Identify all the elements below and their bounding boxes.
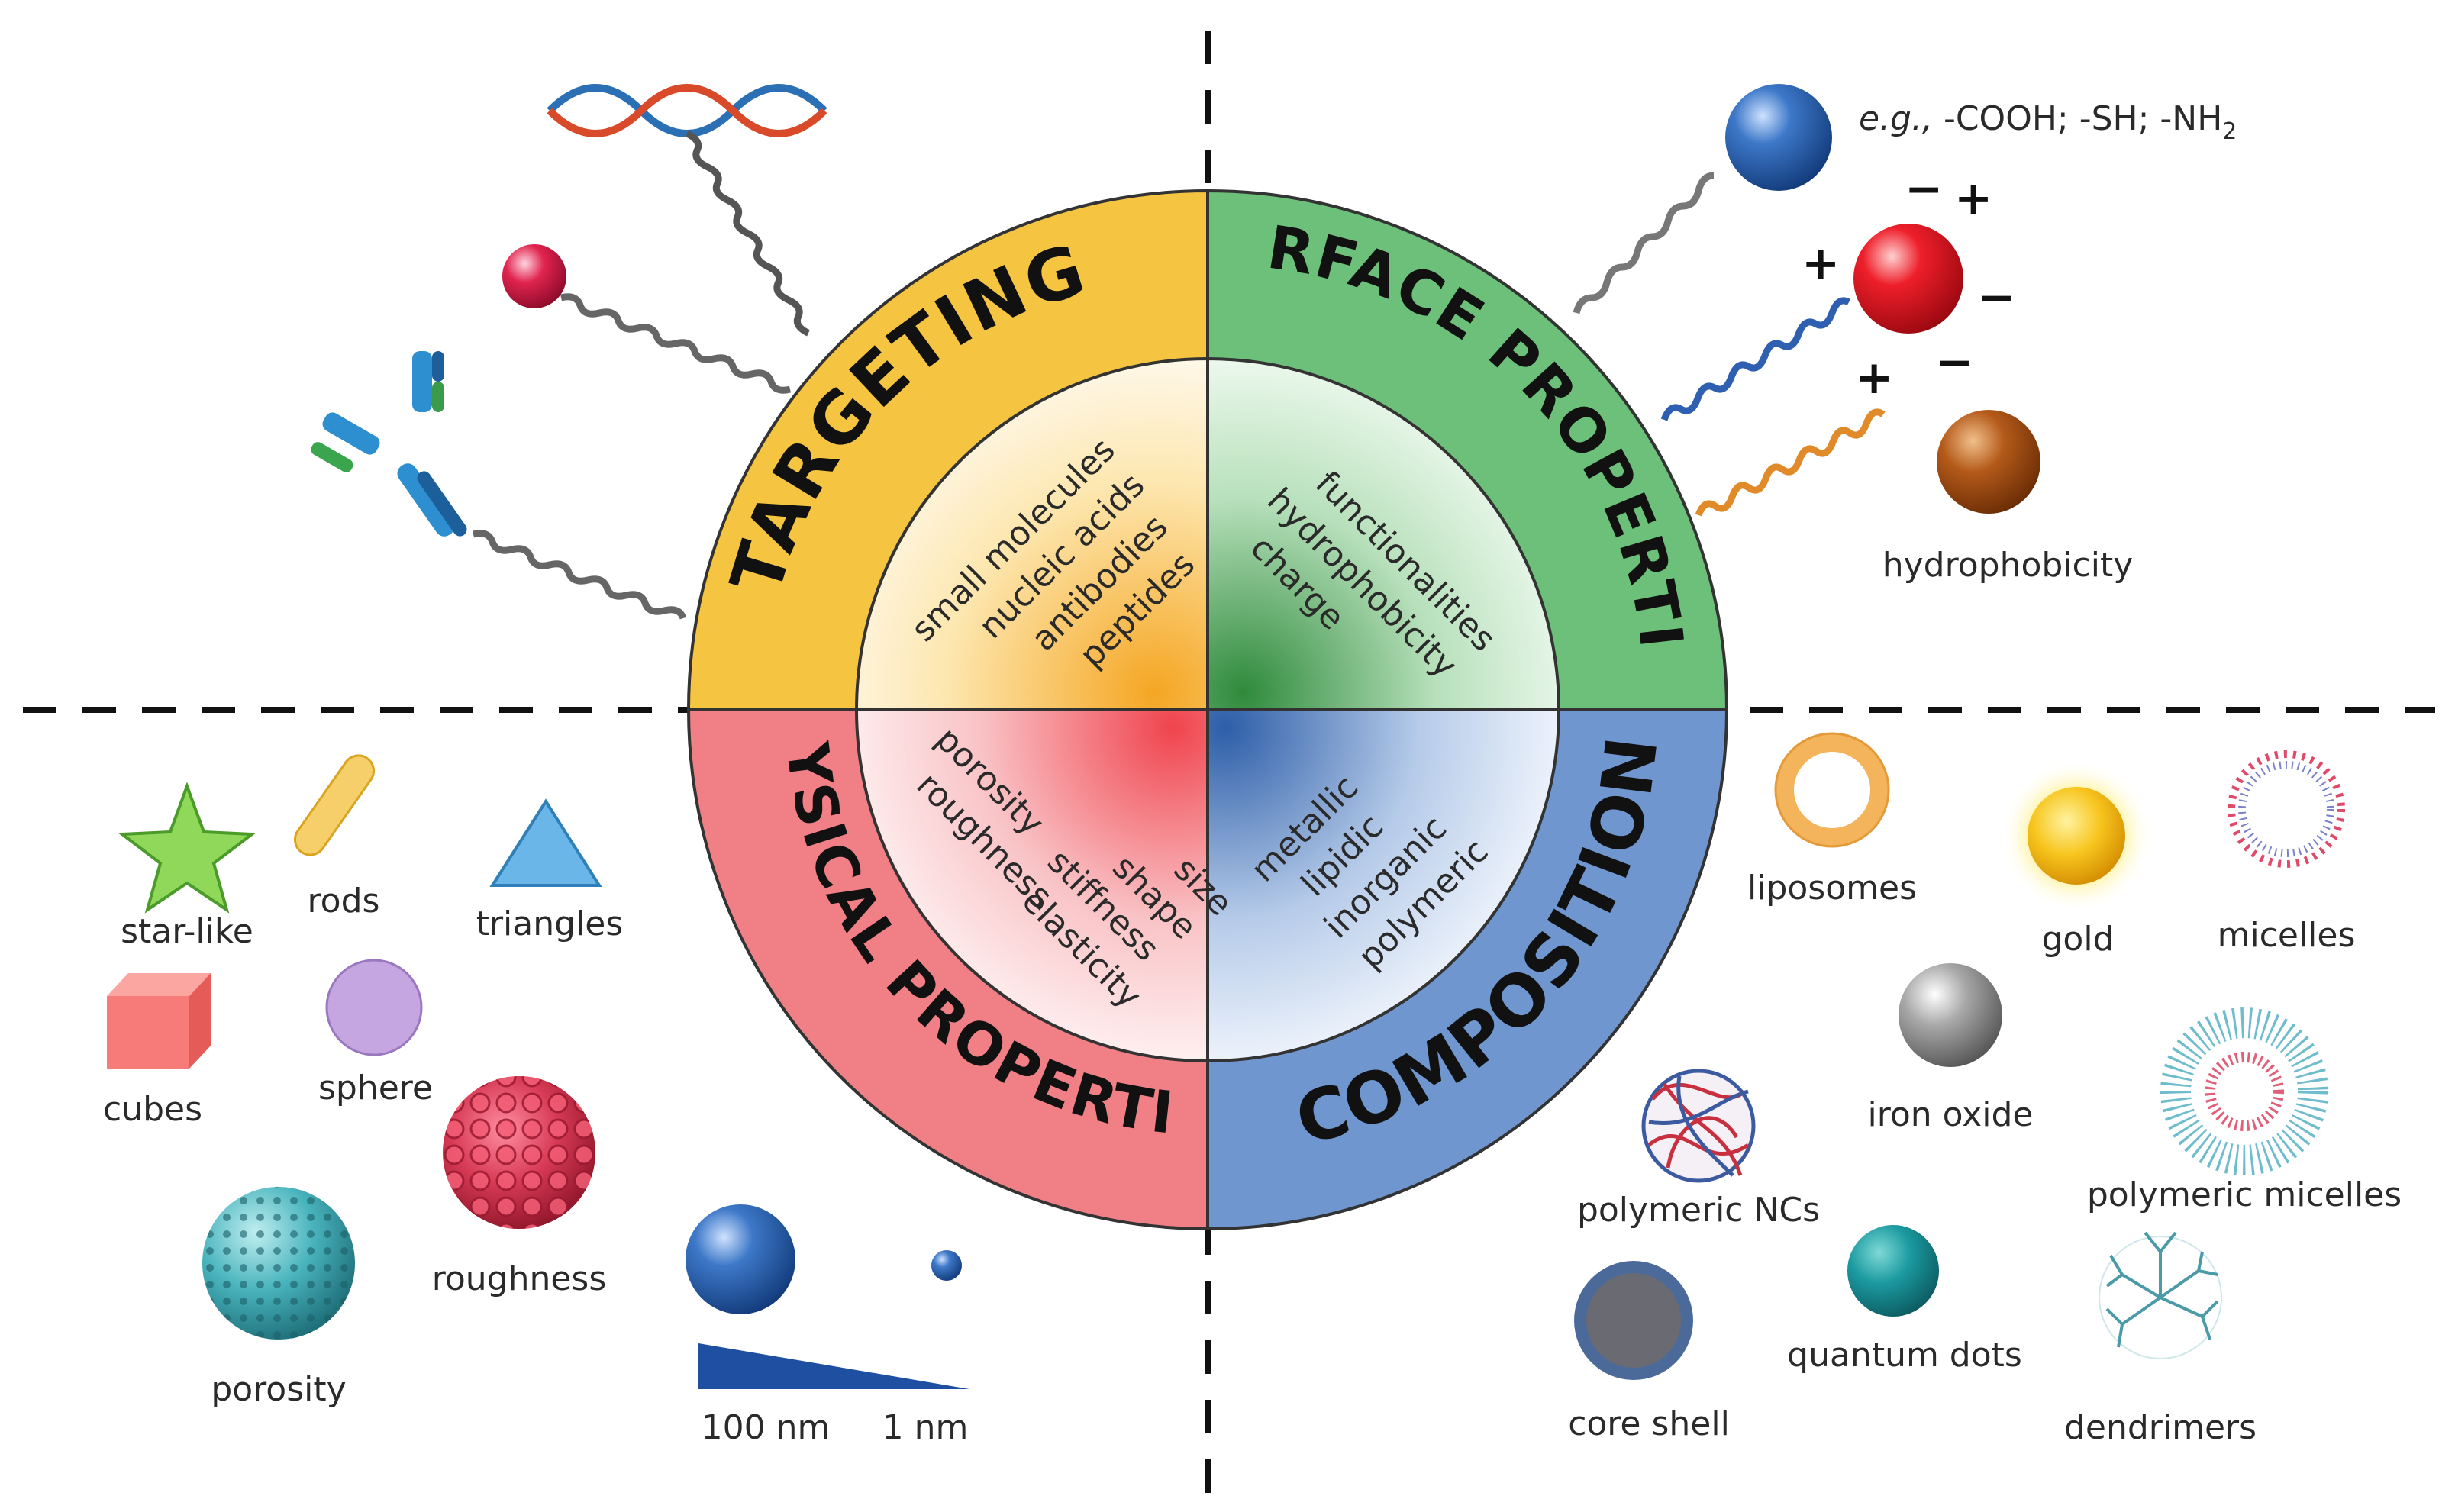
rods-label: rods (308, 882, 380, 920)
physical-inner (854, 708, 1209, 1063)
cubes-label: cubes (103, 1090, 202, 1129)
porous-particle-icon (202, 1187, 355, 1340)
hydrophobic-sphere (1695, 408, 2040, 517)
quantum-dot-icon (1847, 1225, 1939, 1317)
dna-icon (547, 84, 827, 337)
composition-inner (1206, 708, 1561, 1063)
charge-symbol: + (1802, 237, 1840, 290)
polymeric-micelle-icon (2160, 1007, 2328, 1175)
size-1nm-label: 1 nm (882, 1408, 969, 1447)
roughness-label: roughness (432, 1259, 607, 1298)
micelles-label: micelles (2218, 916, 2356, 955)
polymeric-ncs-label: polymeric NCs (1577, 1191, 1820, 1230)
core-shell-label: core shell (1568, 1404, 1730, 1443)
targeting-ligands (311, 84, 827, 620)
quantum-dots-label: quantum dots (1787, 1336, 2022, 1375)
charge-symbol: − (1935, 336, 1973, 389)
iron-oxide-icon (1899, 963, 2002, 1067)
triangle-icon (489, 798, 602, 887)
triangles-label: triangles (476, 904, 624, 943)
sphere-icon (325, 959, 423, 1056)
large-sphere-icon (686, 1204, 795, 1314)
dendrimers-label: dendrimers (2064, 1408, 2257, 1447)
functional-groups-label: e.g., -COOH; -SH; -NH2 (1859, 99, 2237, 145)
physical-shapes: star-like rods triangles cubes sphere ro… (103, 754, 969, 1447)
charge-symbol: − (1977, 271, 2015, 324)
size-100nm-label: 100 nm (702, 1408, 831, 1447)
rod-icon (293, 754, 376, 856)
charge-symbol: + (1855, 351, 1893, 405)
iron-oxide-label: iron oxide (1868, 1095, 2034, 1134)
porosity-label: porosity (211, 1370, 346, 1409)
surface-examples: e.g., -COOH; -SH; -NH2 + + + − − − hydro… (1573, 84, 2237, 585)
surface-inner (1206, 356, 1561, 711)
small-sphere-icon (931, 1250, 962, 1281)
functional-group-sphere (1573, 84, 1832, 314)
micelle-icon (2228, 750, 2345, 868)
polymeric-micelles-label: polymeric micelles (2087, 1175, 2402, 1214)
size-scale-wedge (698, 1343, 969, 1389)
cube-icon (107, 973, 211, 1069)
gold-icon (2028, 787, 2125, 885)
liposomes-label: liposomes (1747, 869, 1917, 908)
liposome-icon (1776, 733, 1889, 846)
charge-symbol: − (1905, 163, 1943, 216)
sphere-label: sphere (318, 1069, 433, 1107)
gold-label: gold (2041, 920, 2114, 959)
targeting-inner (854, 356, 1209, 711)
dendrimer-icon (2099, 1231, 2222, 1359)
inner-circle (854, 356, 1561, 1063)
star-label: star-like (121, 912, 253, 951)
charge-symbol: + (1954, 172, 1992, 225)
antibody-icon (311, 351, 687, 620)
charged-sphere: + + + − − − (1660, 163, 2015, 421)
star-icon (118, 782, 256, 914)
polymeric-nc-icon (1641, 1069, 1756, 1183)
small-molecule-icon (502, 244, 792, 394)
rough-particle-icon (443, 1076, 595, 1229)
core-shell-icon (1574, 1261, 1693, 1380)
hydrophobicity-label: hydrophobicity (1882, 546, 2134, 585)
composition-types: liposomes gold micelles iron oxide polym… (1568, 732, 2402, 1447)
